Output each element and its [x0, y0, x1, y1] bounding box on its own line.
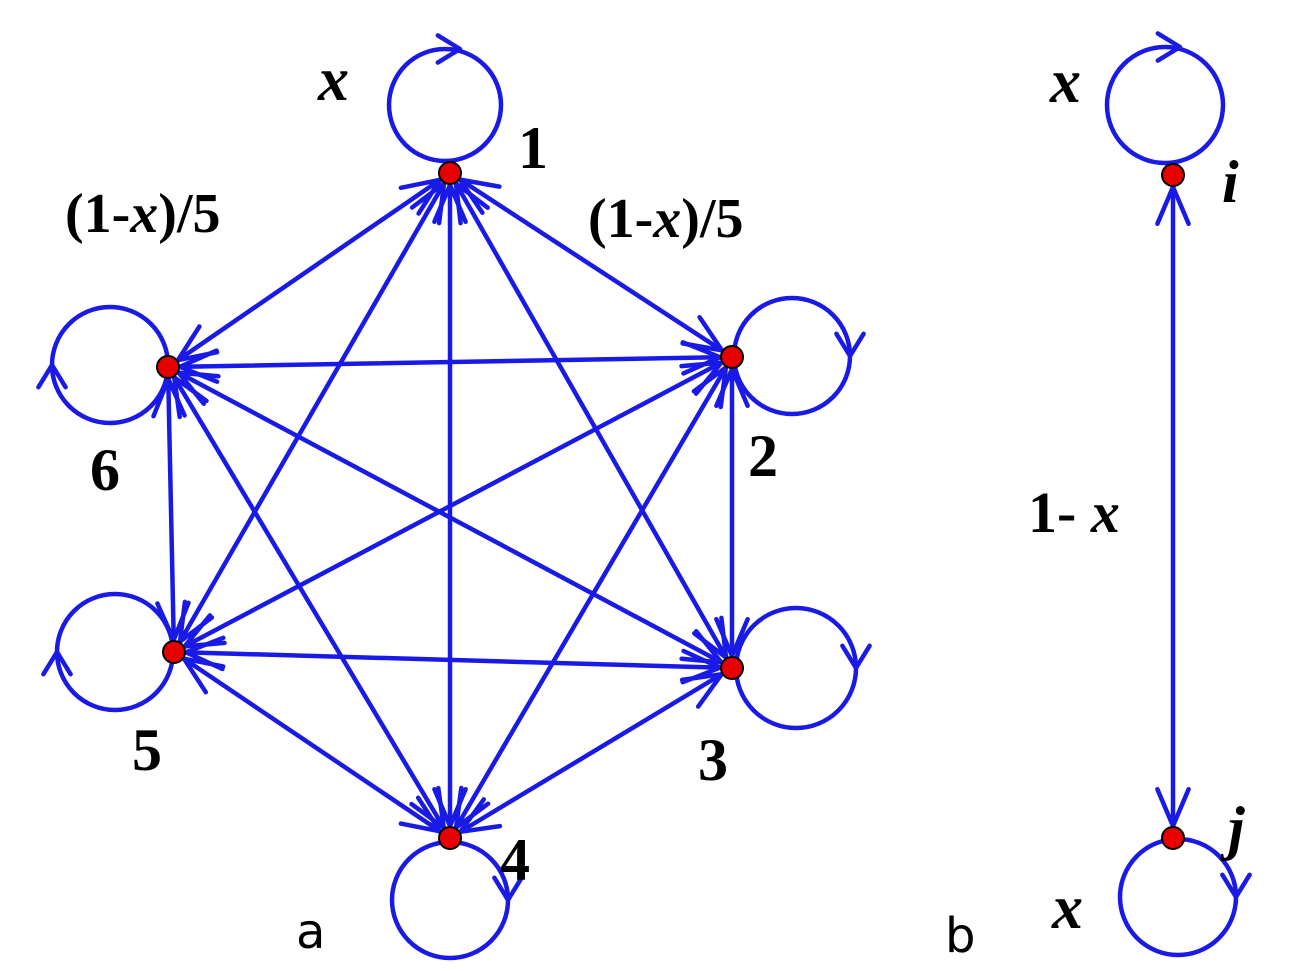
self-loop-j: [1117, 836, 1239, 958]
edge-2-6: [165, 354, 735, 370]
self-loop-4-arrowhead: [492, 875, 524, 903]
node-3: [720, 656, 744, 680]
panel-label-a: a: [296, 904, 325, 960]
edge-3-5: [171, 649, 735, 671]
edge-label-b: 1- x: [1028, 480, 1120, 545]
graph-nodes: [156, 161, 1185, 850]
edge-3-6: [165, 364, 735, 671]
edge-5-6: [165, 364, 177, 655]
self-loop-6: [49, 304, 171, 426]
self-loop-j-arrowhead: [1220, 872, 1252, 900]
arrowhead-5-to-1: [409, 181, 447, 226]
node-6: [156, 355, 180, 379]
arrowhead-6-to-1: [398, 177, 443, 216]
self-loop-i-arrowhead: [1155, 31, 1183, 63]
node-label-j: j: [1220, 795, 1245, 861]
edge-label-right: (1-x)/5: [588, 188, 744, 250]
self-loop-6-arrowhead: [36, 362, 68, 390]
node-i-self-loop-label: x: [1049, 48, 1081, 116]
panel-b-edges: [1155, 172, 1191, 841]
node-label-5: 5: [132, 717, 162, 783]
node-label-2: 2: [748, 423, 778, 489]
arrowhead-2-to-1: [457, 177, 502, 215]
edge-1-6: [165, 170, 453, 370]
arrowhead-6-to-4: [409, 785, 447, 830]
node-label-3: 3: [698, 727, 728, 793]
arrowhead-5-to-3: [680, 648, 723, 685]
edge-label-left: (1-x)/5: [65, 183, 221, 245]
arrowhead-3-to-4: [458, 797, 503, 835]
self-loop-3: [733, 605, 859, 731]
node-label-1: 1: [518, 115, 548, 181]
node-label-i: i: [1222, 149, 1239, 215]
self-loop-2-arrowhead: [834, 331, 866, 359]
panel-a-edges: [151, 170, 750, 841]
panel-label-b: b: [945, 908, 975, 964]
edge-1-2: [447, 170, 735, 360]
node-j-self-loop-label: x: [1051, 874, 1083, 942]
node-j: [1161, 826, 1185, 850]
node-i: [1161, 163, 1185, 187]
node-5: [162, 640, 186, 664]
node-label-4: 4: [500, 827, 530, 893]
edge-4-5: [171, 649, 453, 841]
arrowhead-6-to-2: [680, 340, 723, 376]
self-loop-5: [54, 591, 176, 713]
edge-4-6: [165, 364, 453, 841]
node-4: [438, 826, 462, 850]
edge-1-5: [171, 170, 453, 655]
node-1-self-loop-label: x: [317, 46, 349, 114]
self-loop-1: [386, 46, 504, 164]
self-loop-1-arrowhead: [435, 33, 463, 65]
edge-2-5: [171, 354, 735, 655]
edge-3-4: [447, 665, 735, 841]
self-loop-5-arrowhead: [41, 649, 73, 677]
self-loop-3-arrowhead: [840, 643, 872, 671]
arrowhead-5-to-4: [398, 795, 443, 834]
arrowhead-4-to-5: [181, 656, 226, 695]
edge-2-4: [447, 354, 735, 841]
self-loop-i: [1104, 44, 1226, 166]
self-loop-2: [731, 295, 853, 417]
arrowhead-2-to-4: [453, 785, 491, 830]
node-2: [720, 345, 744, 369]
node-label-6: 6: [90, 437, 120, 503]
node-1: [438, 161, 462, 185]
edge-1-3: [447, 170, 735, 671]
self-loop-4: [389, 839, 511, 961]
